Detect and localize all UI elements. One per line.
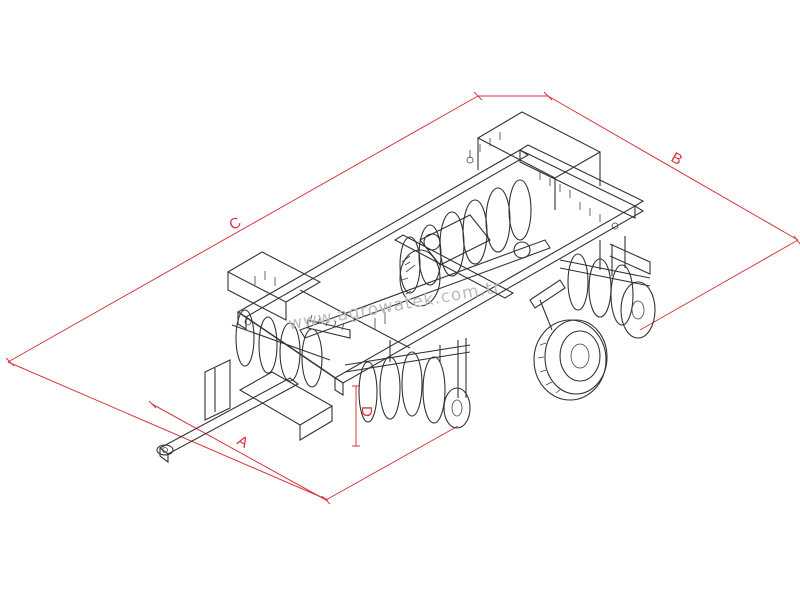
middle-disc-gang [399,179,532,294]
dimension-label-c: C [226,214,244,234]
main-frame [226,111,645,396]
brackets-and-bolts [244,132,619,330]
rear-disc-gang [559,236,656,339]
left-disc-gang [231,309,351,388]
dimension-label-b: B [668,149,685,169]
dimension-lines [5,91,800,505]
drawbar [156,359,334,464]
transport-wheel [529,279,608,401]
dimension-label-a: A [234,432,251,452]
middle-wheel [399,249,441,307]
dimension-label-d: D [358,406,375,417]
front-disc-gang [344,338,471,429]
watermark-text: www.agrowatek.com.tr [287,277,503,334]
